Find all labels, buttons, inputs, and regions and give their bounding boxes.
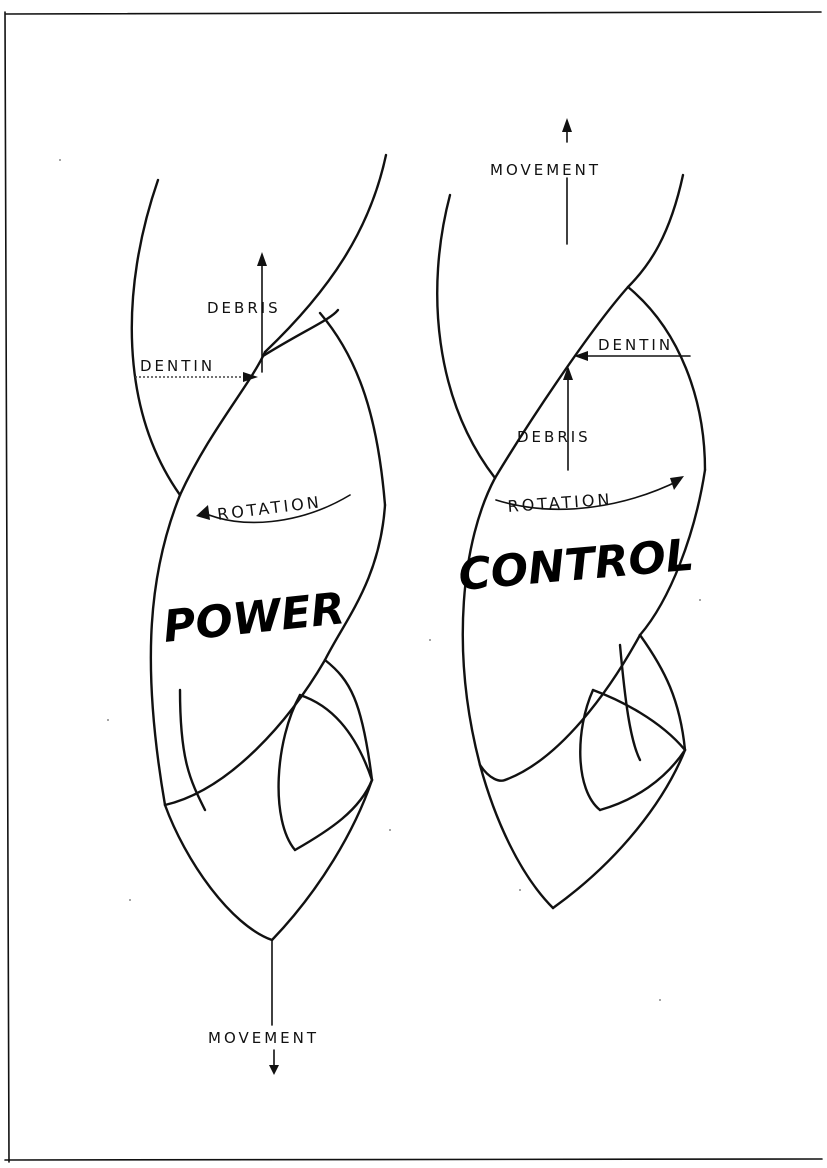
power-title: POWER: [161, 583, 347, 653]
power-file: DEBRIS DENTIN ROTATION POWER MOVEMENT: [132, 155, 386, 1075]
page-frame: [5, 12, 822, 1162]
control-movement-label: MOVEMENT: [490, 161, 601, 179]
control-dentin-label: DENTIN: [598, 336, 673, 354]
power-dentin-label: DENTIN: [140, 357, 215, 375]
power-movement-arrow: [269, 940, 279, 1075]
control-movement-arrow: [562, 118, 572, 244]
power-movement-label: MOVEMENT: [208, 1029, 319, 1047]
control-debris-arrow: [563, 366, 573, 470]
control-debris-label: DEBRIS: [517, 428, 591, 446]
power-rotation-label: ROTATION: [216, 492, 323, 524]
control-rotation-label: ROTATION: [507, 490, 613, 516]
power-file-outline: [132, 155, 386, 940]
power-debris-label: DEBRIS: [207, 299, 281, 317]
control-file: MOVEMENT DENTIN DEBRIS ROTATION CONTROL: [437, 118, 705, 908]
control-title: CONTROL: [457, 530, 696, 601]
